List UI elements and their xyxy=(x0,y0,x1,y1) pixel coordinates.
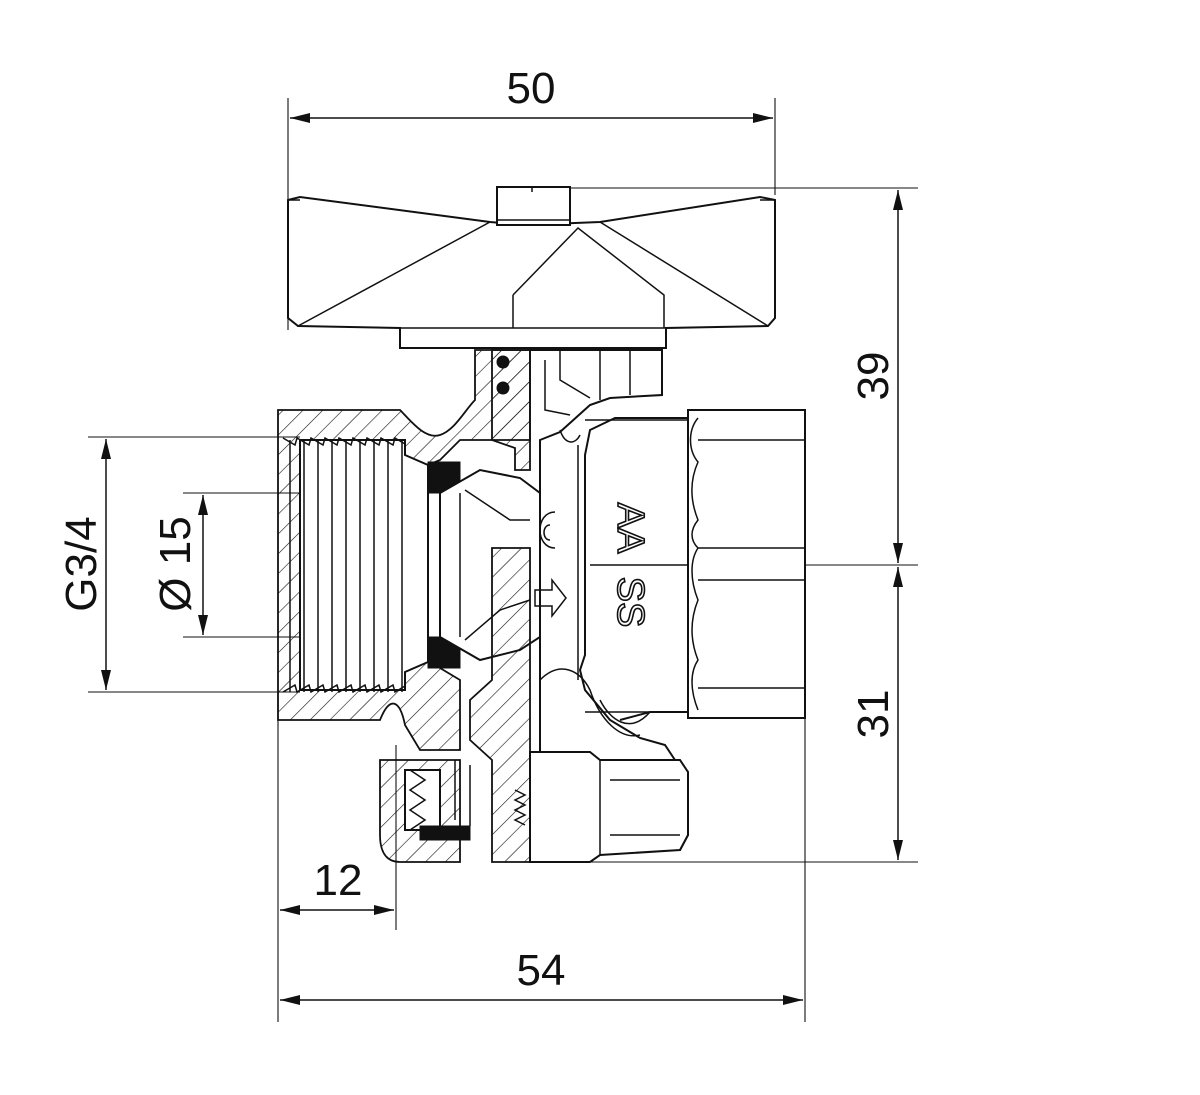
dim-width-top: 50 xyxy=(507,64,556,113)
dim-length-total: 54 xyxy=(517,946,566,995)
dim-height-upper: 39 xyxy=(849,352,898,401)
dim-thread: G3/4 xyxy=(57,516,106,611)
valve-body xyxy=(529,349,806,863)
body-marking-line2: SS xyxy=(609,577,651,628)
valve-section xyxy=(277,349,541,863)
butterfly-handle xyxy=(287,186,776,349)
dim-outlet-offset: 12 xyxy=(314,856,363,905)
body-marking-line1: AA xyxy=(609,503,651,554)
dim-bore: Ø 15 xyxy=(151,516,200,611)
dim-height-lower: 31 xyxy=(849,690,898,739)
flow-arrow-icon xyxy=(534,511,567,619)
